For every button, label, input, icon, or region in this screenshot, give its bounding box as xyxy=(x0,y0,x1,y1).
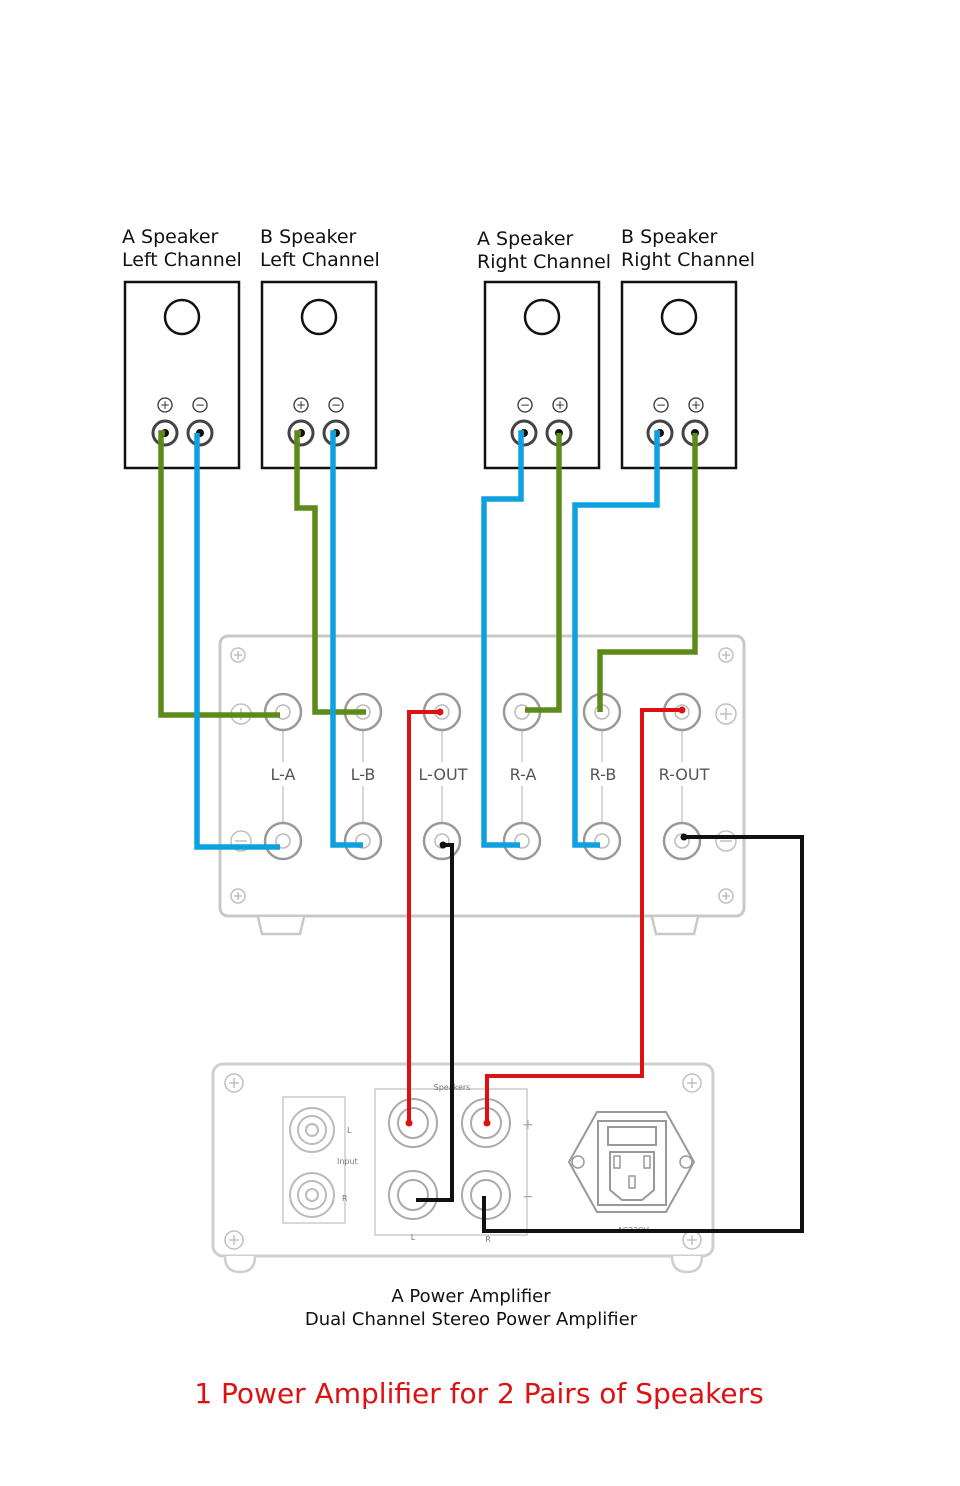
terminal-label: L-OUT xyxy=(419,765,468,784)
input-r-label: R xyxy=(342,1194,348,1203)
plus-marker xyxy=(552,397,568,413)
screw-icon xyxy=(715,703,737,725)
polarity-label: + xyxy=(296,398,306,412)
tweeter xyxy=(300,298,338,336)
minus-marker xyxy=(517,397,533,413)
screw-icon xyxy=(718,647,734,663)
power-inlet-icon xyxy=(567,1111,696,1213)
screw-icon xyxy=(230,647,246,663)
terminal-label: L-B xyxy=(351,765,376,784)
tweeter xyxy=(163,298,201,336)
polarity-label: − xyxy=(520,398,530,412)
speaker-cabinet xyxy=(123,280,241,470)
wire-la-plus xyxy=(158,430,280,718)
amp-caption-line2: Dual Channel Stereo Power Amplifier xyxy=(305,1309,638,1330)
polarity-label: + xyxy=(555,398,565,412)
amp-foot xyxy=(223,1255,257,1274)
wire-ends xyxy=(405,706,688,1127)
diagram-title: 1 Power Amplifier for 2 Pairs of Speaker… xyxy=(194,1377,763,1410)
speaker-a-right: A Speaker Right Channel − + xyxy=(477,228,611,470)
minus-marker xyxy=(653,397,669,413)
polarity-label: − xyxy=(195,398,205,412)
speaker-label-line1: A Speaker xyxy=(477,228,574,250)
plus-marker xyxy=(157,397,173,413)
speaker-b-left: B Speaker Left Channel + − xyxy=(260,226,380,470)
polarity-label: − xyxy=(331,398,341,412)
wire-lout-plus xyxy=(407,710,440,1123)
plus-label: + xyxy=(522,1117,534,1133)
speaker-label-line1: A Speaker xyxy=(122,226,219,248)
terminal-label: R-B xyxy=(590,765,617,784)
screw-icon xyxy=(718,888,734,904)
speaker-label-line2: Right Channel xyxy=(477,251,611,273)
speaker-label-line2: Right Channel xyxy=(621,249,755,271)
speaker-label-line2: Left Channel xyxy=(260,249,380,271)
wire-la-minus xyxy=(194,433,280,850)
wire-ra-minus xyxy=(481,430,524,848)
minus-marker xyxy=(192,397,208,413)
screw-icon xyxy=(682,1073,702,1093)
speaker-cabinet xyxy=(260,280,378,470)
amp-wires xyxy=(407,708,804,1233)
wire-rb-plus xyxy=(597,433,698,712)
screw-icon xyxy=(682,1230,702,1250)
speaker-cabinet xyxy=(620,280,738,470)
amp-foot xyxy=(670,1255,704,1274)
speaker-a-left: A Speaker Left Channel + − xyxy=(122,226,242,470)
polarity-label: − xyxy=(656,398,666,412)
plus-marker xyxy=(688,397,704,413)
input-label: Input xyxy=(337,1157,358,1166)
tweeter xyxy=(523,298,561,336)
screw-icon xyxy=(224,1073,244,1093)
plus-marker xyxy=(293,397,309,413)
minus-marker xyxy=(328,397,344,413)
wire-lout-minus xyxy=(416,843,454,1202)
wire-rb-minus xyxy=(572,430,660,848)
tweeter xyxy=(660,298,698,336)
speaker-label-line1: B Speaker xyxy=(260,226,357,248)
speaker-label-line2: Left Channel xyxy=(122,249,242,271)
wire-lb-plus xyxy=(294,430,366,715)
wire-lb-minus xyxy=(330,430,363,848)
minus-label: − xyxy=(522,1189,534,1205)
terminal-label: R-OUT xyxy=(659,765,710,784)
out-r-label: R xyxy=(485,1235,491,1244)
wire-rout-minus xyxy=(482,835,804,1233)
amp-caption-line1: A Power Amplifier xyxy=(391,1286,551,1307)
wire-ra-plus xyxy=(525,433,562,713)
out-l-label: L xyxy=(411,1233,416,1242)
polarity-label: + xyxy=(160,398,170,412)
switcher-foot xyxy=(256,916,306,936)
terminal-label: R-A xyxy=(510,765,537,784)
wires xyxy=(158,430,698,850)
speaker-label-line1: B Speaker xyxy=(621,226,718,248)
terminal-label: L-A xyxy=(271,765,296,784)
screw-icon xyxy=(224,1230,244,1250)
input-l-label: L xyxy=(347,1126,352,1135)
speaker-cabinet xyxy=(483,280,601,470)
screw-icon xyxy=(230,888,246,904)
power-amplifier: L Input R Speakers + − L R AC220V xyxy=(211,1062,715,1274)
wire-rout-plus xyxy=(485,708,682,1123)
speaker-b-right: B Speaker Right Channel − + xyxy=(620,226,755,470)
polarity-label: + xyxy=(691,398,701,412)
screw-icon xyxy=(715,830,737,852)
switcher-foot xyxy=(650,916,700,936)
